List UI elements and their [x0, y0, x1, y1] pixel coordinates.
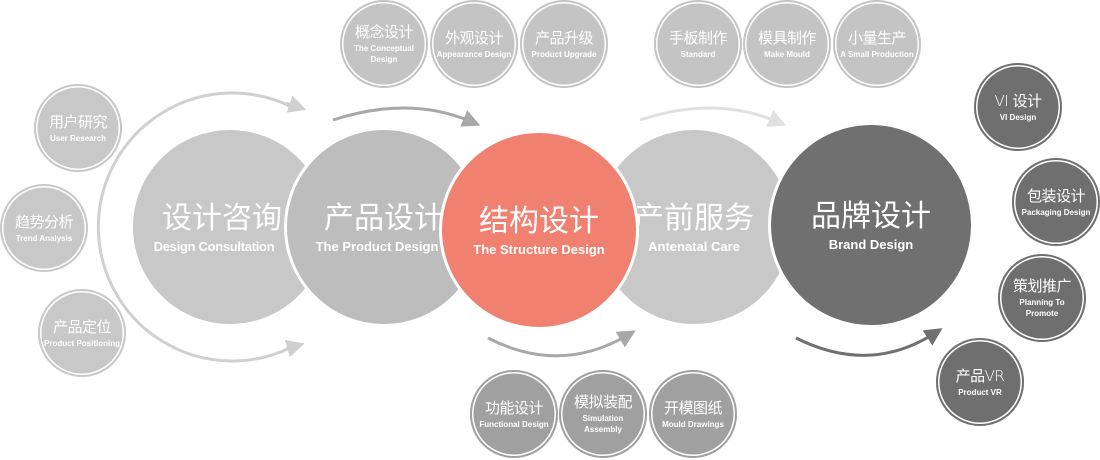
circle-small-production: 小量生产 A Small Production: [833, 0, 921, 88]
stage-label-en: Brand Design: [828, 236, 914, 252]
arrow-consult-top-head: [285, 95, 307, 113]
label-en: Product Upgrade: [531, 49, 597, 59]
circle-user-research: 用户研究 User Research: [34, 84, 122, 172]
stage-product-design: 产品设计 The Product Design: [284, 127, 484, 327]
circle-mould-drawings: 开模图纸 Mould Drawings: [649, 370, 737, 458]
arrow-antenatal-to-brand: [639, 106, 787, 127]
label-en: The Conceptual Design: [353, 44, 414, 64]
arrow-consult-top: [96, 91, 293, 363]
stage-label-zh: 结构设计: [479, 203, 599, 239]
stage-label-zh: 产前服务: [634, 200, 754, 236]
circle-conceptual-design: 概念设计 The Conceptual Design: [340, 0, 428, 88]
label-en: Product VR: [958, 387, 1002, 397]
arrow-structure-to-antenatal: [487, 330, 636, 358]
label-en: Packaging Design: [1021, 207, 1091, 217]
label-en: A Small Production: [840, 49, 914, 59]
label-zh: 策划推广: [1012, 277, 1072, 295]
label-en: Make Mould: [764, 49, 810, 59]
stage-label-en: The Structure Design: [473, 241, 605, 257]
label-zh: 包装设计: [1026, 186, 1086, 205]
circle-product-vr: 产品VR Product VR: [936, 338, 1024, 426]
label-en: Functional Design: [479, 419, 549, 429]
circle-trend-analysis: 趋势分析 Trend Analysis: [0, 184, 88, 272]
circle-make-mould: 模具制作 Make Mould: [743, 0, 831, 88]
label-zh: 外观设计: [444, 28, 504, 47]
stage-label-en: The Product Design: [315, 238, 439, 254]
circle-functional-design: 功能设计 Functional Design: [470, 370, 558, 458]
stage-label-en: Design Consultation: [153, 238, 275, 254]
stage-label-zh: 产品设计: [324, 200, 444, 236]
label-zh: 开模图纸: [663, 398, 723, 417]
stage-label-zh: 设计咨询: [162, 200, 282, 236]
stage-design-consultation: 设计咨询 Design Consultation: [130, 127, 330, 327]
stage-label-zh: 品牌设计: [811, 198, 931, 234]
circle-product-positioning: 产品定位 Product Positioning: [38, 289, 126, 377]
circle-simulation-assembly: 模拟装配 Simulation Assembly: [559, 370, 647, 458]
label-en: Planning To Promote: [1019, 298, 1065, 318]
label-en: Standard: [680, 49, 716, 59]
label-zh: 产品定位: [52, 317, 112, 336]
circle-standard: 手板制作 Standard: [654, 0, 742, 88]
label-en: Simulation Assembly: [582, 414, 624, 434]
circle-packaging-design: 包装设计 Packaging Design: [1012, 158, 1100, 246]
label-zh: 趋势分析: [14, 212, 74, 231]
circle-appearance-design: 外观设计 Appearance Design: [430, 0, 518, 88]
label-zh: 产品升级: [534, 28, 594, 47]
stage-label-en: Antenatal Care: [648, 238, 740, 254]
label-zh: 产品VR: [955, 366, 1005, 385]
label-zh: 模具制作: [757, 28, 817, 47]
label-zh: 手板制作: [668, 28, 728, 47]
stage-brand-design: 品牌设计 Brand Design: [768, 122, 974, 328]
label-en: Appearance Design: [436, 49, 512, 59]
stage-structure-design: 结构设计 The Structure Design: [439, 130, 639, 330]
circle-vi-design: VI 设计 VI Design: [974, 63, 1062, 151]
label-zh: 用户研究: [48, 112, 108, 131]
circle-product-upgrade: 产品升级 Product Upgrade: [520, 0, 608, 88]
label-zh: 功能设计: [484, 398, 544, 417]
label-zh: VI 设计: [994, 91, 1042, 110]
label-en: User Research: [49, 133, 107, 143]
label-en: Product Positioning: [44, 338, 120, 348]
arrow-consult-bottom-head: [284, 339, 305, 358]
label-en: Trend Analysis: [15, 233, 73, 243]
label-zh: 模拟装配: [573, 393, 633, 411]
label-en: VI Design: [999, 112, 1037, 122]
label-zh: 概念设计: [354, 23, 414, 41]
arrow-brand-to-vr: [795, 328, 943, 357]
circle-planning-to-promote: 策划推广 Planning To Promote: [998, 254, 1086, 342]
label-en: Mould Drawings: [662, 419, 724, 429]
label-zh: 小量生产: [847, 28, 907, 47]
arrow-product-to-structure: [332, 106, 481, 127]
